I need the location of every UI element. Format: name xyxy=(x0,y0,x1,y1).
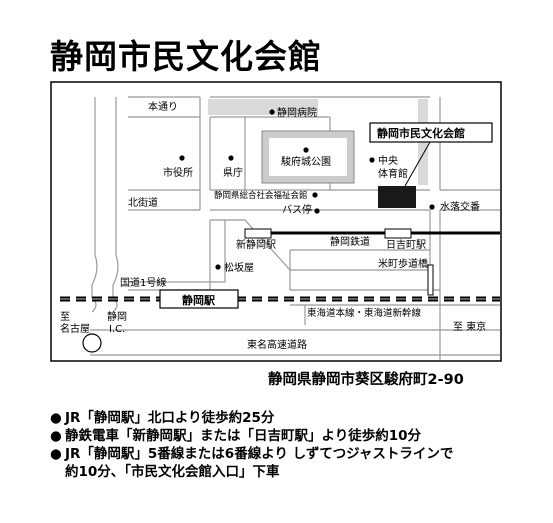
direction-text: 静鉄電車「新静岡駅」または「日吉町駅」より徒歩約10分 xyxy=(65,428,422,444)
label-tomei: 東名高速道路 xyxy=(247,338,307,351)
label-to-tokyo: 至 東京 xyxy=(453,320,486,333)
city-hall-dot xyxy=(179,155,185,161)
hospital-area xyxy=(208,99,318,115)
castle-park-inner xyxy=(269,138,347,176)
label-kitakaido: 北街道 xyxy=(128,196,158,209)
direction-text-continued: 約10分、「市民文化会館入口」下車 xyxy=(65,464,280,480)
label-yonemachi-bridge: 米町歩道橋 xyxy=(378,257,428,270)
hospital-dot xyxy=(269,109,275,115)
label-tokaido-lines: 東海道本線・東海道新幹線 xyxy=(307,307,422,319)
shizuoka-ic-circle xyxy=(82,333,102,353)
bullet-icon: ● xyxy=(50,410,62,426)
label-shin-shizuoka-station: 新静岡駅 xyxy=(236,238,276,251)
page-title: 静岡市民文化会館 xyxy=(50,37,322,76)
busstop-dot xyxy=(314,208,320,214)
directions-list: ● JR「静岡駅」北口より徒歩約25分 ● 静鉄電車「新静岡駅」または「日吉町駅… xyxy=(50,409,453,481)
label-prefectural-office: 県庁 xyxy=(223,166,243,179)
welfare-dot xyxy=(312,192,318,198)
gym-dot xyxy=(369,157,375,163)
park-dot xyxy=(303,147,309,153)
label-mizuochi: 水落交番 xyxy=(440,200,480,213)
venue-callout-box xyxy=(369,122,493,143)
label-shizutetsu-line: 静岡鉄道 xyxy=(330,235,370,248)
shizuoka-station-box xyxy=(159,289,239,309)
poi-dots xyxy=(179,109,435,270)
label-shizuoka-station: 静岡駅 xyxy=(182,293,215,307)
label-bus-stop: バス停 xyxy=(282,203,312,216)
label-sunpu-castle-park: 駿府城公園 xyxy=(281,155,331,168)
label-to-nagoya-1: 至 xyxy=(60,311,70,323)
direction-item: ● JR「静岡駅」5番線または6番線より しずてつジャストラインで 約10分、「… xyxy=(50,445,453,481)
yonemachi-bridge-mark xyxy=(427,264,434,296)
label-shizuoka-hospital: 静岡病院 xyxy=(277,106,317,119)
koban-dot xyxy=(429,204,435,210)
label-venue-callout: 静岡市民文化会館 xyxy=(377,126,465,140)
bullet-icon: ● xyxy=(50,428,62,444)
streets xyxy=(90,96,500,360)
label-honcho-dori: 本通り xyxy=(148,100,178,113)
label-hiyoshicho-station: 日吉町駅 xyxy=(386,239,426,251)
direction-item: ● JR「静岡駅」北口より徒歩約25分 xyxy=(50,409,453,427)
venue-building xyxy=(378,186,416,208)
label-shizuoka-ic-2: I.C. xyxy=(109,324,125,335)
direction-text: JR「静岡駅」5番線または6番線より しずてつジャストラインで xyxy=(65,446,454,462)
label-matsuzakaya: 松坂屋 xyxy=(224,261,254,274)
label-chuo-gym-2: 体育館 xyxy=(378,167,408,180)
direction-item: ● 静鉄電車「新静岡駅」または「日吉町駅」より徒歩約10分 xyxy=(50,427,453,445)
hiyoshicho-station-mark xyxy=(384,228,412,239)
direction-text: JR「静岡駅」北口より徒歩約25分 xyxy=(65,410,275,426)
matsuzakaya-dot xyxy=(215,264,221,270)
label-to-nagoya-2: 名古屋 xyxy=(60,322,90,335)
label-city-hall: 市役所 xyxy=(163,166,193,179)
label-chuo-gym-1: 中央 xyxy=(378,154,398,167)
map-labels: 本通り 静岡病院 駿府城公園 市役所 県庁 中央 体育館 北街道 静岡県総合社会… xyxy=(60,100,486,351)
shin-shizuoka-station-mark xyxy=(244,228,272,239)
label-route1: 国道1号線 xyxy=(120,276,166,289)
pref-office-dot xyxy=(228,155,234,161)
label-shizuoka-ic-1: 静岡 xyxy=(107,310,127,323)
venue-callout-leader xyxy=(404,141,431,187)
label-welfare-hall: 静岡県総合社会福祉会館 xyxy=(214,190,308,201)
bullet-icon: ● xyxy=(50,446,62,462)
venue-address: 静岡県静岡市葵区駿府町2-90 xyxy=(268,372,464,388)
